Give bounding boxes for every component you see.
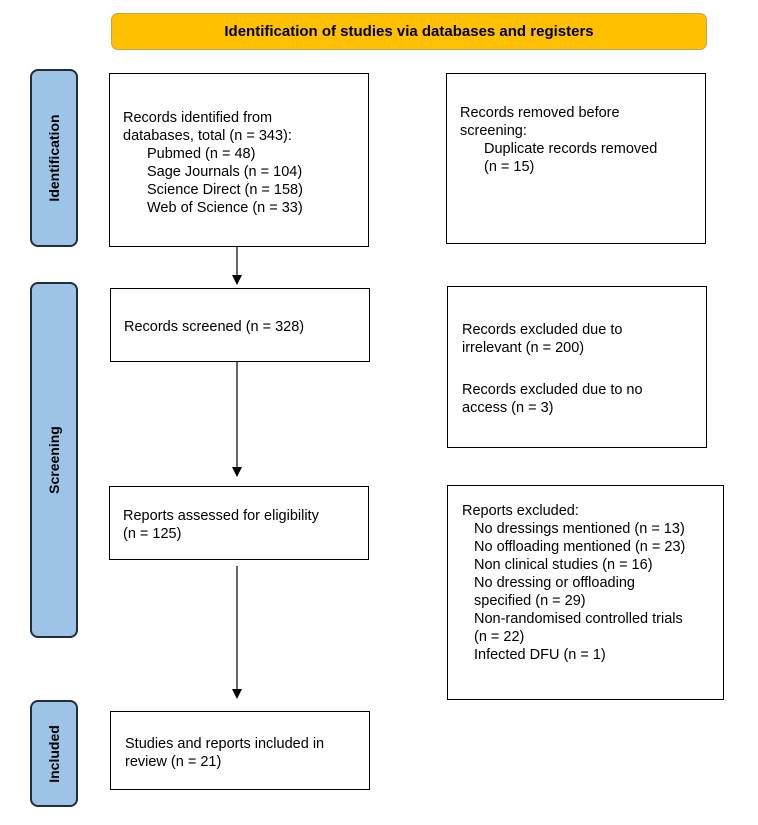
- reports-assessed-box: Reports assessed for eligibility (n = 12…: [109, 486, 369, 560]
- excluded-irrelevant-line2: irrelevant (n = 200): [462, 340, 585, 356]
- reports-assessed-line1: Reports assessed for eligibility: [123, 508, 319, 524]
- source-science-direct: Science Direct (n = 158): [147, 182, 303, 198]
- excluded-no-dressings: No dressings mentioned (n = 13): [474, 521, 685, 537]
- excluded-non-randomised-line1: Non-randomised controlled trials: [474, 611, 683, 627]
- records-screened-box: Records screened (n = 328): [110, 288, 370, 362]
- stage-screening: Screening: [30, 282, 78, 638]
- excluded-no-dressing-or-offloading-line1: No dressing or offloading: [474, 575, 635, 591]
- reports-excluded-title: Reports excluded:: [462, 503, 579, 519]
- records-screened-text: Records screened (n = 328): [124, 319, 305, 335]
- records-identified-line1: Records identified from: [123, 110, 273, 126]
- stage-identification: Identification: [30, 69, 78, 247]
- excluded-no-offloading: No offloading mentioned (n = 23): [474, 539, 686, 555]
- header-banner: Identification of studies via databases …: [111, 13, 707, 50]
- duplicates-removed-line1: Duplicate records removed: [484, 141, 658, 157]
- records-identified-line2: databases, total (n = 343):: [123, 128, 292, 144]
- studies-included-line1: Studies and reports included in: [125, 736, 325, 752]
- reports-excluded-box: Reports excluded: No dressings mentioned…: [447, 485, 724, 700]
- source-pubmed: Pubmed (n = 48): [147, 146, 256, 162]
- excluded-no-access-line2: access (n = 3): [462, 400, 554, 416]
- reports-assessed-line2: (n = 125): [123, 526, 182, 542]
- excluded-non-randomised-line2: (n = 22): [474, 629, 525, 645]
- source-sage-journals: Sage Journals (n = 104): [147, 164, 303, 180]
- excluded-non-clinical: Non clinical studies (n = 16): [474, 557, 653, 573]
- excluded-no-access-line1: Records excluded due to no: [462, 382, 643, 398]
- records-excluded-box: Records excluded due to irrelevant (n = …: [447, 286, 707, 448]
- records-removed-line1: Records removed before: [460, 105, 620, 121]
- records-removed-line2: screening:: [460, 123, 527, 139]
- header-title: Identification of studies via databases …: [224, 23, 594, 40]
- studies-included-line2: review (n = 21): [125, 754, 222, 770]
- records-removed-box: Records removed before screening: Duplic…: [446, 73, 706, 244]
- studies-included-box: Studies and reports included in review (…: [110, 711, 370, 790]
- excluded-irrelevant-line1: Records excluded due to: [462, 322, 623, 338]
- source-web-of-science: Web of Science (n = 33): [147, 200, 303, 216]
- stage-included: Included: [30, 700, 78, 807]
- records-identified-box: Records identified from databases, total…: [109, 73, 369, 247]
- duplicates-removed-line2: (n = 15): [484, 159, 535, 175]
- excluded-infected-dfu: Infected DFU (n = 1): [474, 647, 606, 663]
- excluded-no-dressing-or-offloading-line2: specified (n = 29): [474, 593, 586, 609]
